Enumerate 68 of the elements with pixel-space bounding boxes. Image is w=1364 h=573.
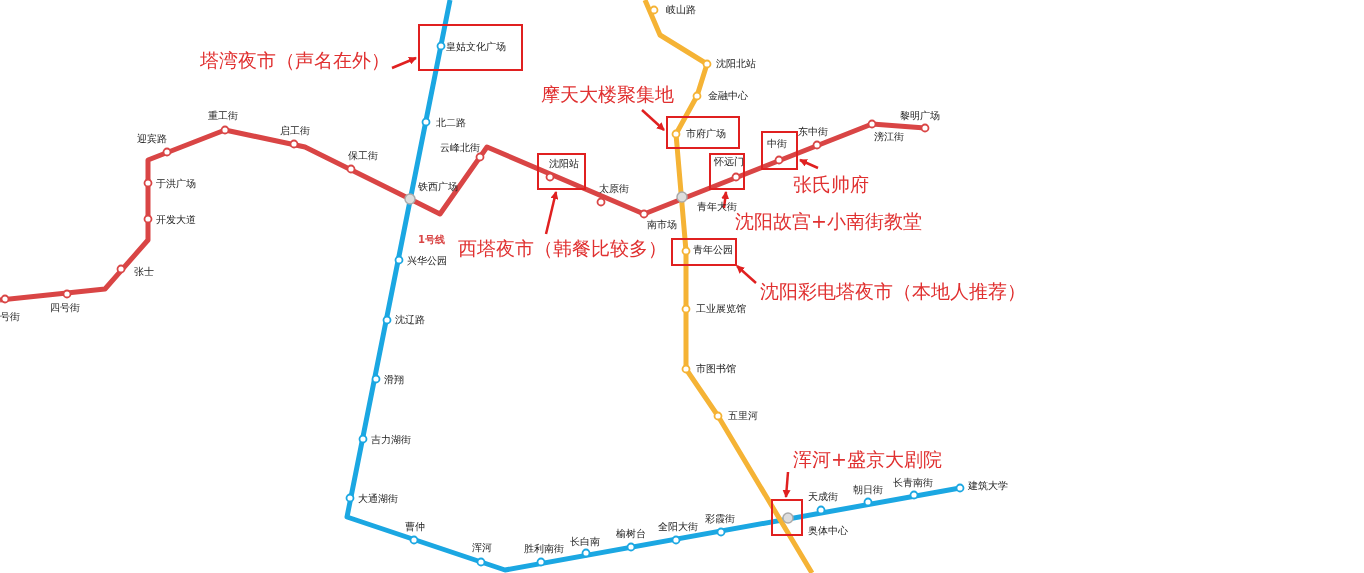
station-name: 黎明广场: [900, 110, 940, 122]
station-name: 重工街: [208, 110, 238, 122]
station-name: 工业展览馆: [696, 303, 746, 315]
station-name: 于洪广场: [156, 178, 196, 190]
station-name: 榆树台: [616, 528, 646, 540]
station-name: 保工街: [348, 150, 378, 162]
annotation-text: 塔湾夜市（声名在外）: [200, 48, 390, 72]
station-name: 大通湖街: [358, 493, 398, 505]
station-name: 云峰北街: [440, 142, 480, 154]
highlight-box: [761, 131, 798, 170]
station-name: 开发大道: [156, 214, 196, 226]
station-name: 市图书馆: [696, 363, 736, 375]
station-name: 滑翔: [384, 374, 404, 386]
station-name: 四号街: [50, 302, 80, 314]
arrow: [736, 265, 757, 284]
station-name: 张士: [134, 266, 154, 278]
highlight-box: [771, 499, 803, 536]
station-name: 曹仲: [405, 521, 425, 533]
annotation-text: 沈阳彩电塔夜市（本地人推荐）: [760, 279, 1026, 303]
station-name: 沈阳北站: [716, 58, 756, 70]
highlight-box: [418, 24, 523, 71]
station-name: 号街: [0, 311, 20, 323]
annotation-text: 张氏帅府: [793, 172, 869, 196]
station-name: 铁西广场: [418, 181, 458, 193]
arrow: [799, 158, 819, 170]
highlight-box: [709, 153, 745, 190]
station-name: 滂江街: [874, 131, 904, 143]
station-name: 中街: [767, 138, 787, 150]
station-name: 兴华公园: [407, 255, 447, 267]
annotation-text: 西塔夜市（韩餐比较多）: [458, 236, 667, 260]
station-name: 怀远门: [714, 156, 744, 168]
station-name: 天成街: [808, 491, 838, 503]
arrow: [641, 109, 665, 131]
station-name: 南市场: [647, 219, 677, 231]
station-name: 启工街: [280, 125, 310, 137]
highlight-box: [537, 153, 586, 190]
station-name: 浑河: [472, 542, 492, 554]
arrow: [544, 191, 559, 235]
station-name: 沈阳站: [549, 158, 579, 170]
line-name: 1号线: [418, 234, 445, 246]
arrow: [391, 56, 417, 70]
station-name: 长青南街: [893, 477, 933, 489]
station-name: 岐山路: [666, 4, 696, 16]
station-name: 胜利南街: [524, 543, 564, 555]
station-name: 彩霞街: [705, 513, 735, 525]
station-name: 青年大街: [697, 201, 737, 212]
station-name: 五里河: [728, 410, 758, 422]
station-name: 北二路: [436, 117, 466, 129]
arrow: [721, 191, 730, 209]
station-name: 金融中心: [708, 90, 748, 102]
station-name: 建筑大学: [968, 480, 1008, 492]
highlight-box: [671, 238, 737, 266]
station-name: 迎宾路: [137, 133, 167, 145]
highlight-box: [666, 116, 740, 149]
annotation-text: 摩天大楼聚集地: [541, 82, 674, 106]
annotation-text: 浑河+盛京大剧院: [793, 447, 942, 471]
annotation-text: 沈阳故宫+小南街教堂: [735, 209, 922, 233]
arrow: [782, 471, 791, 498]
station-name: 东中街: [798, 126, 828, 138]
station-name: 皇姑文化广场: [446, 41, 506, 53]
station-name: 全阳大街: [658, 521, 698, 533]
station-name: 沈辽路: [395, 314, 425, 326]
station-name: 朝日街: [853, 484, 883, 496]
station-name: 吉力湖街: [371, 434, 411, 446]
station-name: 太原街: [599, 183, 629, 195]
station-name: 市府广场: [686, 128, 726, 140]
station-name: 长白南: [570, 536, 600, 548]
station-name: 青年公园: [693, 244, 733, 256]
